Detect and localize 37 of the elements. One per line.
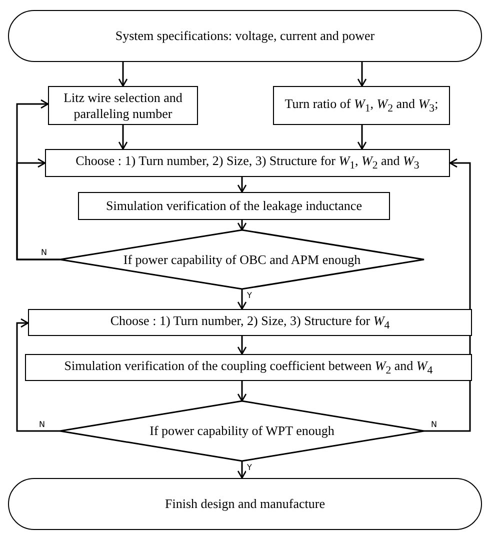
edge-label: Y: [246, 292, 253, 300]
arrow: [16, 318, 60, 432]
terminal-shape: [8, 478, 482, 530]
arrow: [237, 336, 247, 355]
edge-label: N: [40, 248, 48, 256]
node-text: Simulation verification of the coupling coefficient between W$_{2}$ and W$_{4}$: [63, 358, 434, 378]
arrow: [16, 158, 60, 260]
process-box: [28, 309, 472, 336]
arrow: [118, 62, 128, 87]
node-text: Turn ratio of W$_{1}$, W$_{2}$ and W$_{3}$;: [284, 96, 440, 116]
edge-label: N: [38, 421, 46, 429]
node-text: System specifications: voltage, current and power: [114, 28, 376, 44]
arrow: [237, 220, 247, 231]
process-box: [78, 192, 390, 220]
process-box: [48, 86, 198, 125]
terminal-shape: [8, 10, 482, 62]
node-text: Choose : 1) Turn number, 2) Size, 3) Structure for W$_{4}$: [109, 312, 391, 332]
arrow: [357, 62, 367, 87]
node-text: Simulation verification of the leakage inductance: [105, 198, 363, 214]
arrow: [237, 289, 247, 310]
decision-diamond: [60, 230, 424, 289]
process-box: [45, 149, 450, 177]
process-box: [273, 86, 450, 125]
node-text: If power capability of OBC and APM enough: [122, 252, 362, 268]
arrow: [237, 177, 247, 193]
edge-label: Y: [246, 464, 253, 472]
arrow: [237, 381, 247, 402]
arrow: [118, 125, 128, 150]
node-text: Choose : 1) Turn number, 2) Size, 3) Structure for W$_{1}$, W$_{2}$ and W$_{3}$: [74, 153, 420, 173]
node-text: Litz wire selection and paralleling number: [62, 90, 184, 122]
arrow: [237, 461, 247, 479]
node-text: If power capability of WPT enough: [148, 423, 336, 439]
arrow: [357, 125, 367, 150]
process-box: [25, 354, 472, 381]
decision-diamond: [60, 401, 424, 461]
node-text: Finish design and manufacture: [164, 496, 326, 512]
edge-label: N: [430, 421, 438, 429]
